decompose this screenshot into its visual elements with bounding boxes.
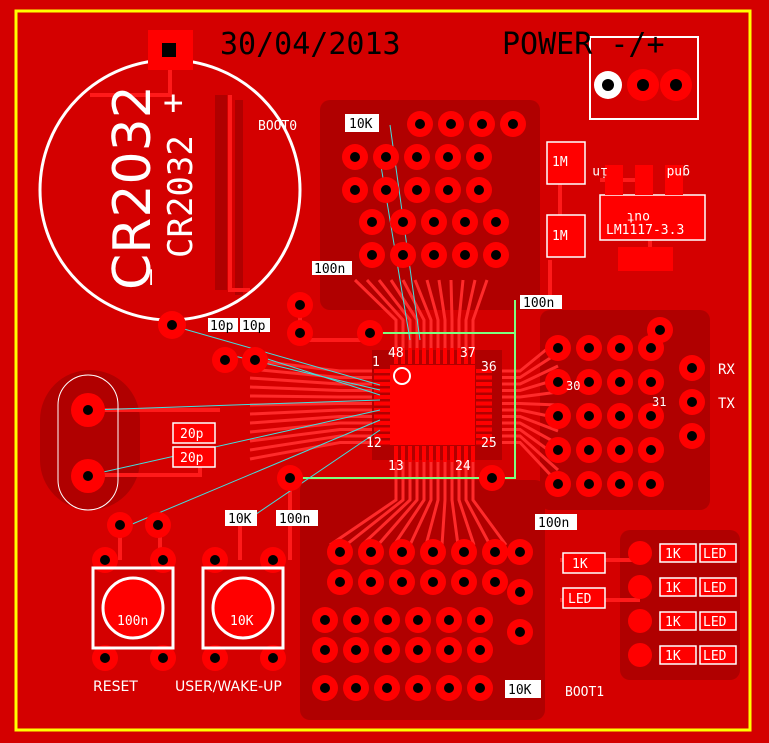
led-row-led-frame [699,577,737,597]
mcu-pin1-marker [393,367,411,385]
reset-button [91,566,175,650]
crystal [57,374,119,511]
mcu-pin-24-label: 24 [455,459,471,474]
c20p-b-frame [172,446,216,468]
c10p-a-value: 10p [210,319,234,334]
tx-label: TX [718,396,735,412]
r-boot1-value: 10K [508,683,532,698]
r-boot0-value: 10K [349,117,373,132]
board-outline [14,9,752,732]
resistor-1m-a [546,141,586,185]
led-row-resistor-frame [659,645,697,665]
battery-label-large: CR2032 [103,85,163,290]
resistor-1m-b [546,214,586,258]
led-row-led-label: LED [703,547,727,562]
c-reset-value: 100n [279,512,310,527]
through-hole-pads [92,111,705,701]
boot1-label: BOOT1 [565,685,604,700]
led-row-resistor-frame [659,611,697,631]
regulator-pin-in [605,165,623,195]
c-right-top-value: 100n [523,296,554,311]
mcu-chip [372,348,502,462]
mcu-pin-25-label: 25 [481,436,497,451]
r1m-a-value: 1M [552,155,568,170]
led-row-led-label: LED [703,615,727,630]
user-wake-button [201,566,285,650]
header-pin-30-label: 30 [566,379,580,393]
reset-label: RESET [93,679,138,695]
regulator-pin-out [635,165,653,195]
regulator-body [599,194,706,241]
led-mid-value: LED [568,592,592,607]
user-wake-label: USER/WAKE-UP [175,679,282,695]
led-row-led-frame [699,543,737,563]
mcu-pin-37-label: 37 [460,346,476,361]
led-row-resistor-value: 1K [665,581,681,596]
led-row-led-frame [699,611,737,631]
c20p-b-value: 20p [180,451,204,466]
led-row-resistor-frame [659,577,697,597]
mcu-pin-36-label: 36 [481,360,497,375]
mcu-pin-48-label: 48 [388,346,404,361]
date-label: 30/04/2013 [220,27,401,62]
regulator-out-label: out [627,209,650,224]
led-row-resistor-value: 1K [665,547,681,562]
c-right-bottom-value: 100n [538,516,569,531]
regulator-in-label: in [592,164,608,179]
boot0-label: BOOT0 [258,119,297,134]
battery-label-small: CR2032 [161,135,201,258]
c20p-a-value: 20p [180,427,204,442]
regulator-name: LM1117-3.3 [606,223,684,238]
regulator-pin-gnd [665,165,683,195]
regulator-gnd-label: gnd [667,164,690,179]
battery-plus-label: + [163,83,183,123]
rx-label: RX [718,362,735,378]
mcu-pin-13-label: 13 [388,459,404,474]
led-indicator-rows: 1K LED 1K LED 1K LED 1K LED [628,541,737,667]
led-row-led-frame [699,645,737,665]
btn-user-res-value: 10K [230,614,254,629]
led-row-led-label: LED [703,581,727,596]
led-row-led-label: LED [703,649,727,664]
c-top-value: 100n [314,262,345,277]
smd-components [172,141,706,609]
regulator-tab-pad [618,247,673,271]
r-led-mid-frame [562,552,606,574]
r-reset-value: 10K [228,512,252,527]
mcu-pin-12-label: 12 [366,436,382,451]
btn-reset-cap-value: 100n [117,614,148,629]
led-mid-frame [562,587,606,609]
battery-holder [38,30,302,339]
r1k-mid-value: 1K [572,557,588,572]
power-connector [589,36,699,120]
led-row-resistor-value: 1K [665,649,681,664]
mcu-body [390,365,475,445]
led-row-resistor-value: 1K [665,615,681,630]
power-label: POWER -/+ [502,27,665,62]
mcu-pin-1-label: 1 [372,355,380,370]
c20p-a-frame [172,422,216,444]
ratsnest-lines [290,300,516,479]
r1m-b-value: 1M [552,229,568,244]
header-pin-31-label: 31 [652,395,666,409]
c10p-b-value: 10p [242,319,266,334]
led-row-resistor-frame [659,543,697,563]
battery-minus-label: — [135,269,165,285]
